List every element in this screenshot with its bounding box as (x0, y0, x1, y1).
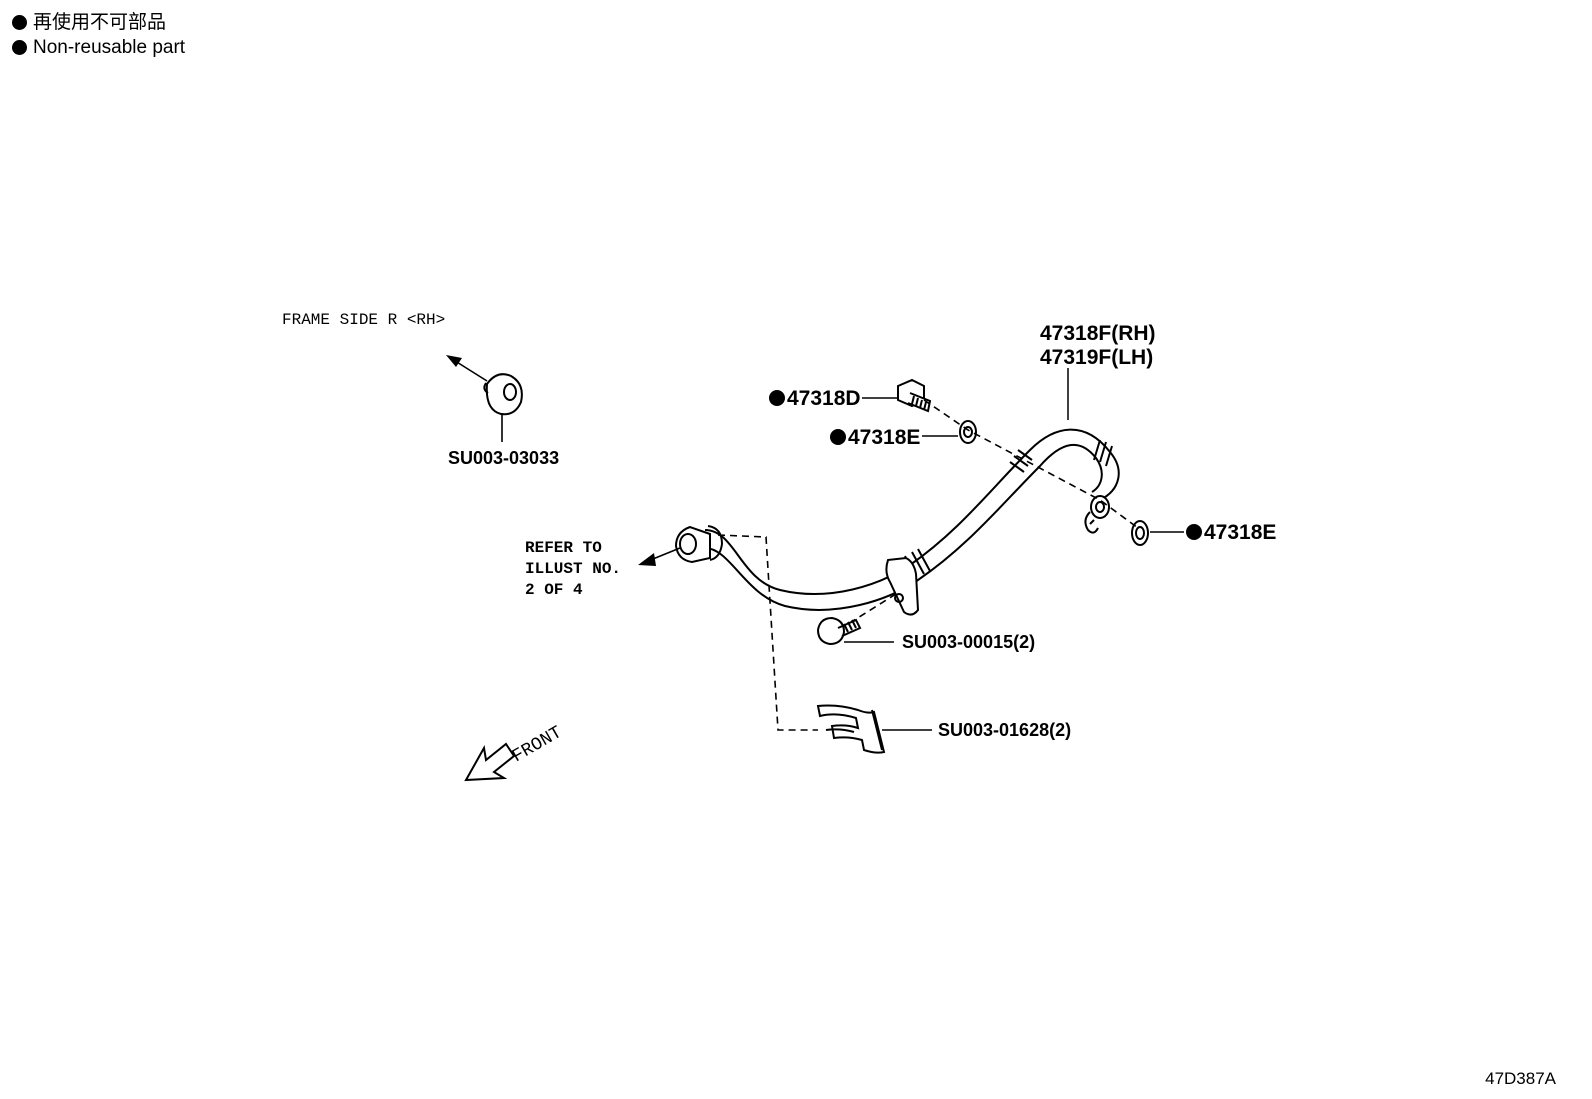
legend: 再使用不可部品 Non-reusable part (12, 10, 185, 60)
diagram-code: 47D387A (1485, 1069, 1556, 1088)
legend-row-jp: 再使用不可部品 (12, 10, 185, 35)
front-arrow-icon (464, 742, 516, 782)
refer-line-1: REFER TO (525, 539, 602, 557)
union-bolt-part[interactable] (897, 378, 932, 413)
assembly-guide-lines (717, 399, 1139, 731)
frame-side-label: FRAME SIDE R <RH> (282, 311, 445, 329)
refer-line-2: ILLUST NO. (525, 560, 621, 578)
upper-washer-label: 47318E (848, 426, 920, 449)
non-reusable-dot-icon (12, 40, 27, 55)
non-reusable-dot-icon (1186, 524, 1202, 540)
hose-lh-label: 47319F(LH) (1040, 346, 1153, 369)
frame-clip-part[interactable] (483, 373, 523, 442)
hose-clip-part[interactable] (816, 704, 886, 754)
union-bolt-label: 47318D (787, 387, 861, 410)
legend-en-text: Non-reusable part (33, 37, 186, 58)
non-reusable-dot-icon (830, 429, 846, 445)
lower-washer-label: 47318E (1204, 521, 1276, 544)
legend-jp-text: 再使用不可部品 (33, 12, 167, 33)
front-label: FRONT (509, 723, 566, 767)
hose-clip-label: SU003-01628(2) (938, 720, 1071, 740)
refer-line-3: 2 OF 4 (525, 581, 583, 599)
lower-washer-part[interactable] (1131, 520, 1149, 546)
hose-rh-label: 47318F(RH) (1040, 322, 1156, 345)
bracket-bolt-label: SU003-00015(2) (902, 632, 1035, 652)
non-reusable-dot-icon (12, 15, 27, 30)
bracket-bolt-part[interactable] (816, 616, 862, 646)
non-reusable-dot-icon (769, 390, 785, 406)
upper-washer-part[interactable] (959, 420, 977, 444)
brake-hose-part[interactable] (674, 428, 1120, 616)
clip-frame-label: SU003-03033 (448, 448, 559, 468)
legend-row-en: Non-reusable part (12, 35, 185, 60)
